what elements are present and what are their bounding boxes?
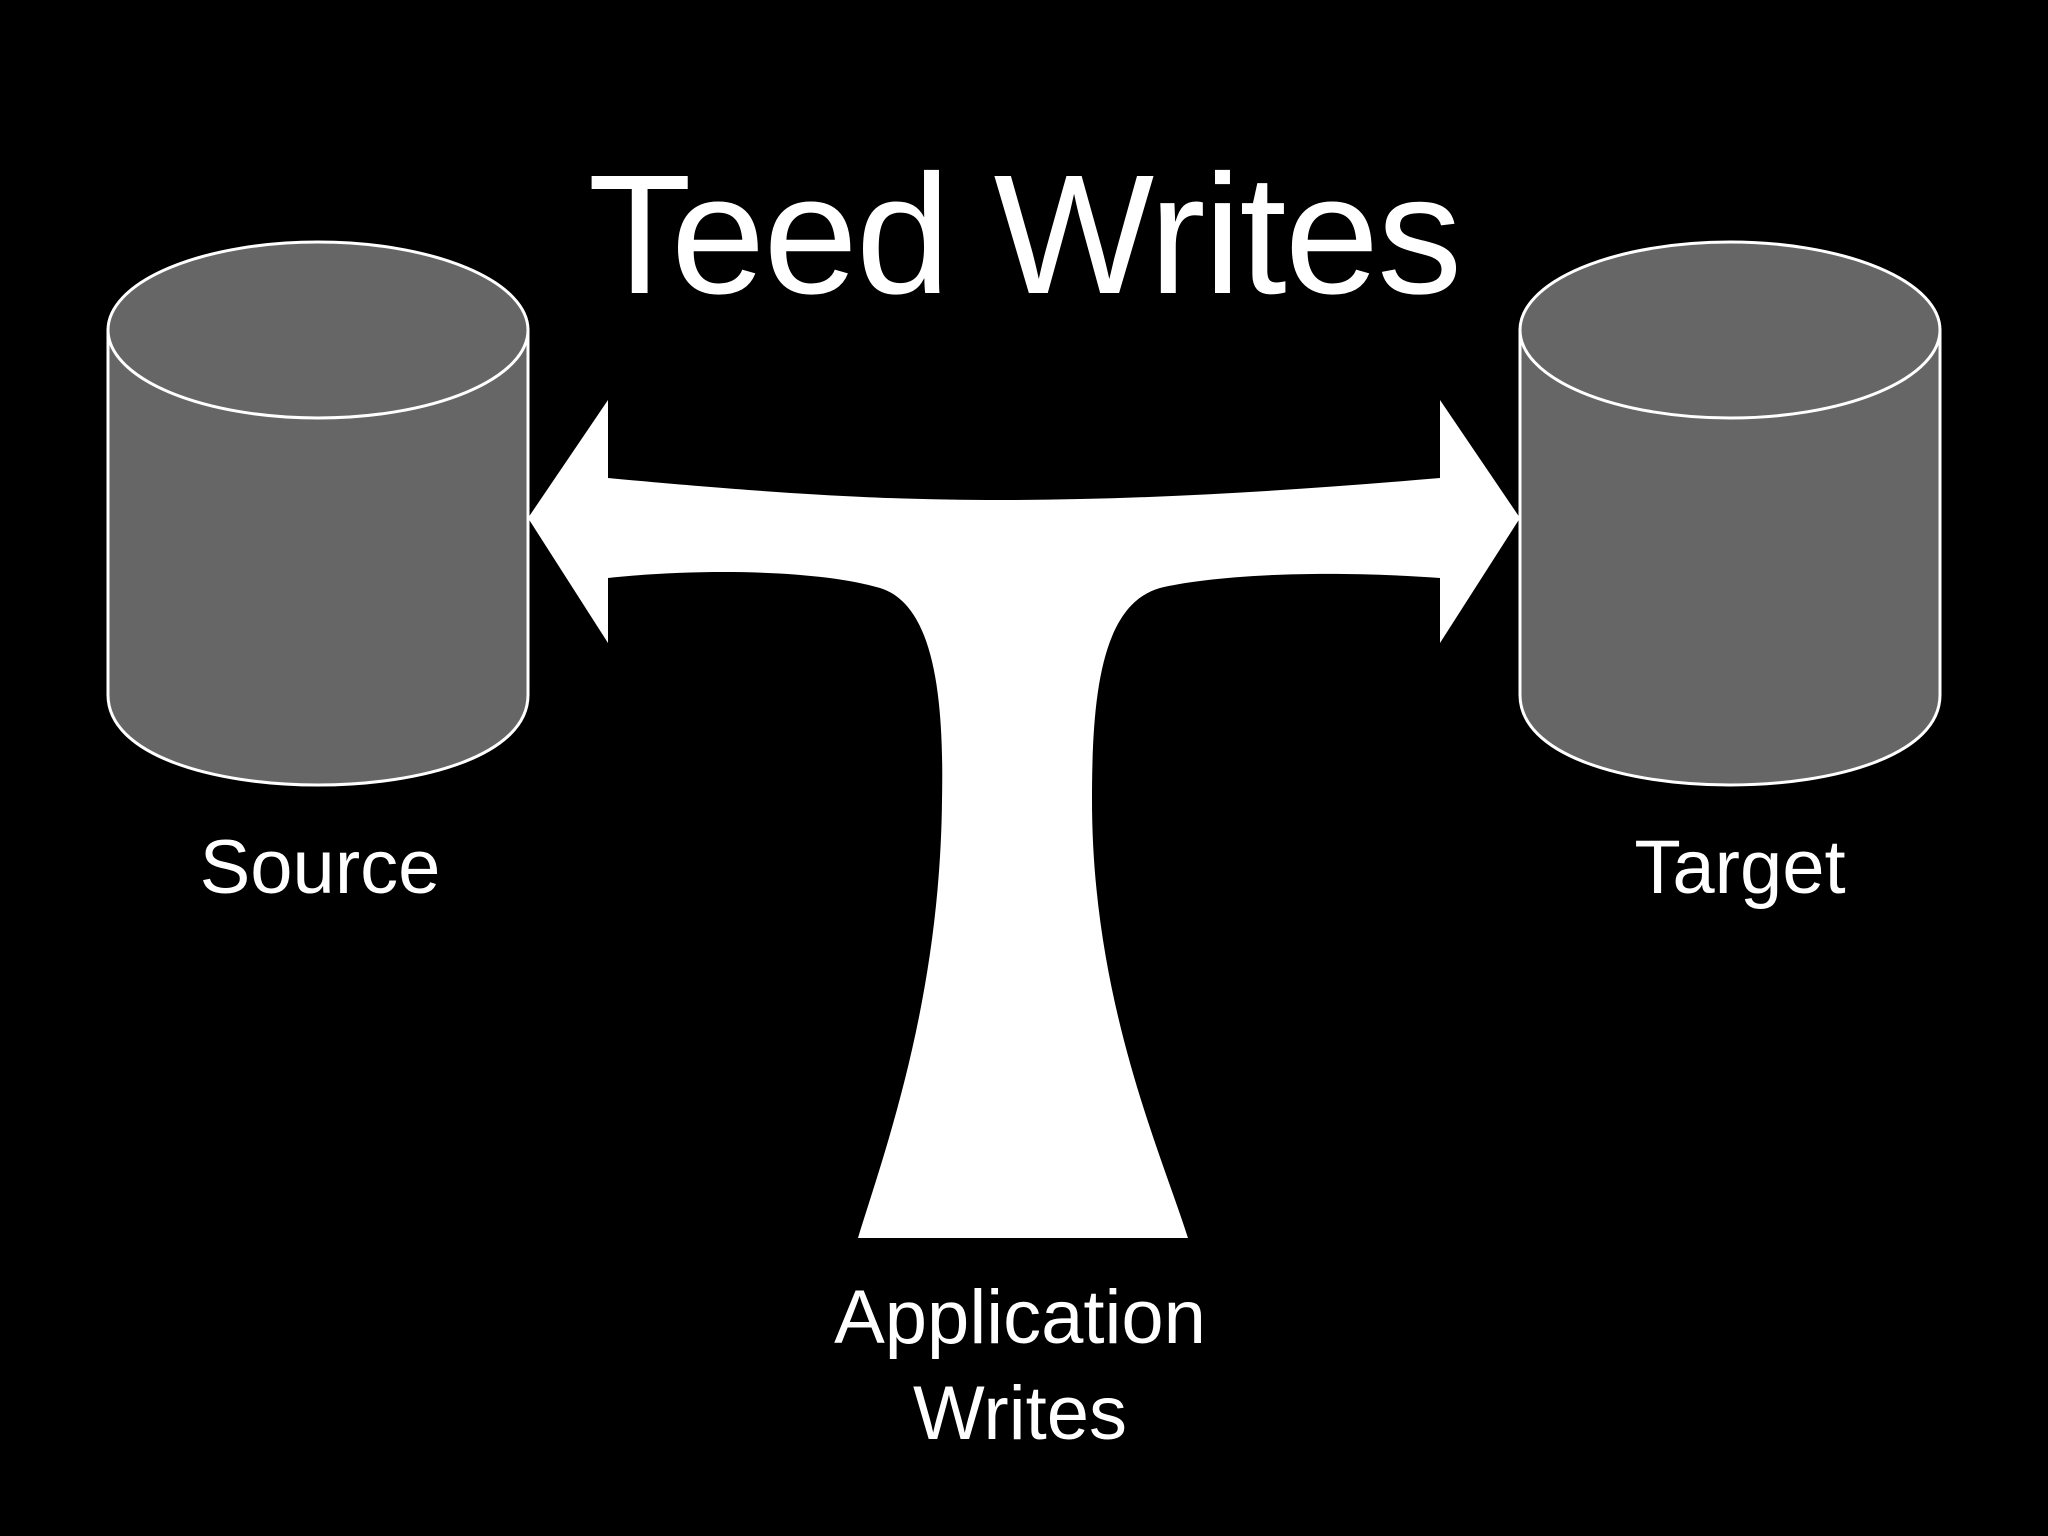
tee-arrow xyxy=(528,400,1520,1238)
source-label: Source xyxy=(199,825,441,910)
diagram-title: Teed Writes xyxy=(587,140,1462,330)
target-cylinder-top xyxy=(1518,240,1942,420)
application-writes-label: Application Writes xyxy=(770,1270,1270,1462)
source-cylinder-top xyxy=(106,240,530,420)
source-cylinder-body xyxy=(106,328,530,787)
source-cylinder xyxy=(106,240,530,787)
target-label: Target xyxy=(1634,825,1846,910)
target-cylinder-body xyxy=(1518,328,1942,787)
target-cylinder xyxy=(1518,240,1942,787)
application-label-line2: Writes xyxy=(913,1371,1127,1456)
application-label-line1: Application xyxy=(834,1275,1206,1360)
